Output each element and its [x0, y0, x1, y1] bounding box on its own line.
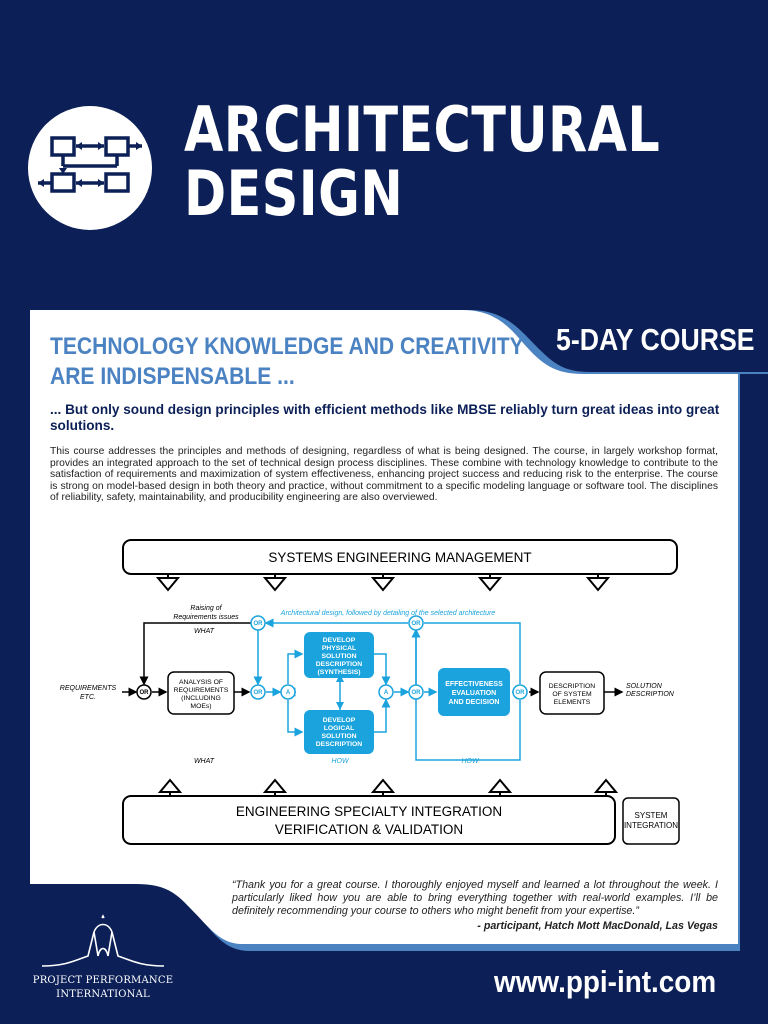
or-node-5: [408, 615, 424, 631]
or-node-1: [136, 684, 152, 700]
requirements-label-1: REQUIREMENTS: [60, 685, 117, 692]
physical-label-1: DEVELOP: [323, 637, 356, 644]
testimonial-attribution: - participant, Hatch Mott MacDonald, Las…: [477, 920, 718, 932]
description-label-1: DESCRIPTION: [549, 683, 596, 690]
sem-bar: [122, 539, 678, 575]
analysis-label-1: ANALYSIS OF: [179, 679, 223, 686]
course-description: This course addresses the principles and…: [50, 446, 718, 504]
effectiveness-box: [438, 668, 510, 716]
or-label-5: OR: [412, 621, 422, 627]
logical-label-2: LOGICAL: [324, 725, 355, 732]
or-node-4: [408, 684, 424, 700]
architecture-logo: [28, 106, 152, 230]
how-label-2: HOW: [461, 758, 480, 765]
solution-label-1: SOLUTION: [626, 683, 663, 690]
or-label-4: OR: [412, 690, 422, 696]
solution-label-2: DESCRIPTION: [626, 691, 675, 698]
physical-label-3: SOLUTION: [321, 653, 356, 660]
a-node-1: [280, 684, 296, 700]
org-name-line-2: INTERNATIONAL: [56, 989, 150, 1000]
analysis-label-4: MOEs): [190, 703, 211, 710]
org-name-line-1: PROJECT PERFORMANCE: [32, 975, 174, 986]
or-label-3: OR: [254, 690, 264, 696]
website-link[interactable]: www.ppi-int.com: [494, 964, 717, 999]
how-label-1: HOW: [331, 758, 350, 765]
logical-label-3: SOLUTION: [321, 733, 356, 740]
org-name: PROJECT PERFORMANCE INTERNATIONAL: [30, 974, 176, 1002]
block-diagram-icon: [38, 136, 142, 193]
title-line-1: ARCHITECTURAL: [184, 93, 661, 166]
title-line-2: DESIGN: [184, 157, 404, 230]
process-diagram: SYSTEMS ENGINEERING MANAGEMENT ENGINEERI…: [60, 539, 680, 845]
testimonial-quote: “Thank you for a great course. I thoroug…: [232, 879, 718, 917]
or-node-3: [250, 684, 266, 700]
analysis-label-2: REQUIREMENTS: [174, 687, 229, 694]
logical-label-1: DEVELOP: [323, 717, 356, 724]
description-label-2: OF SYSTEM: [552, 691, 592, 698]
what-label-bottom: WHAT: [194, 758, 215, 765]
effectiveness-label-1: EFFECTIVENESS: [445, 681, 503, 688]
or-node-6: [512, 684, 528, 700]
logical-label-4: DESCRIPTION: [316, 741, 363, 748]
system-integration-label-2: INTEGRATION: [624, 821, 678, 830]
course-duration-badge: 5-DAY COURSE: [556, 322, 755, 357]
logical-solution-box: [304, 710, 374, 754]
system-integration-label-1: SYSTEM: [635, 811, 668, 820]
arch-note: Architectural design, followed by detail…: [280, 610, 496, 617]
system-integration-box: [622, 797, 680, 845]
subheadline: ... But only sound design principles wit…: [50, 402, 720, 433]
physical-solution-box: [304, 632, 374, 678]
physical-label-2: PHYSICAL: [322, 645, 356, 652]
a-node-2: [378, 684, 394, 700]
sem-down-arrows: [155, 574, 611, 592]
analysis-box: [167, 671, 235, 715]
headline-line-1: TECHNOLOGY KNOWLEDGE AND CREATIVITY: [50, 333, 524, 360]
sem-label: SYSTEMS ENGINEERING MANAGEMENT: [268, 550, 531, 565]
description-box: [539, 671, 605, 715]
physical-label-4: DESCRIPTION: [316, 661, 363, 668]
esi-label-2: VERIFICATION & VALIDATION: [275, 822, 463, 837]
or-label-1: OR: [140, 690, 150, 696]
ppi-logo-icon: [41, 914, 165, 967]
esi-up-arrows: [157, 778, 619, 796]
or-label-2: OR: [254, 621, 264, 627]
headline: TECHNOLOGY KNOWLEDGE AND CREATIVITY ARE …: [50, 332, 524, 392]
esi-bar: [122, 795, 616, 845]
analysis-label-3: (INCLUDING: [181, 695, 221, 702]
description-label-3: ELEMENTS: [554, 699, 591, 706]
effectiveness-label-3: AND DECISION: [449, 699, 500, 706]
a-label-2: A: [384, 690, 389, 696]
raising-label-2: Requirements issues: [173, 614, 239, 621]
or-node-2: [250, 615, 266, 631]
requirements-label-2: ETC.: [80, 694, 96, 701]
raising-label-1: Raising of: [190, 605, 222, 612]
or-label-6: OR: [516, 690, 526, 696]
effectiveness-label-2: EVALUATION: [452, 690, 496, 697]
page-title: ARCHITECTURAL DESIGN: [184, 98, 660, 226]
headline-line-2: ARE INDISPENSABLE ...: [50, 363, 295, 390]
physical-label-5: (SYNTHESIS): [317, 669, 360, 676]
panel-white: [30, 310, 738, 944]
what-label-top: WHAT: [194, 628, 215, 635]
a-label-1: A: [286, 690, 291, 696]
esi-label-1: ENGINEERING SPECIALTY INTEGRATION: [236, 804, 502, 819]
